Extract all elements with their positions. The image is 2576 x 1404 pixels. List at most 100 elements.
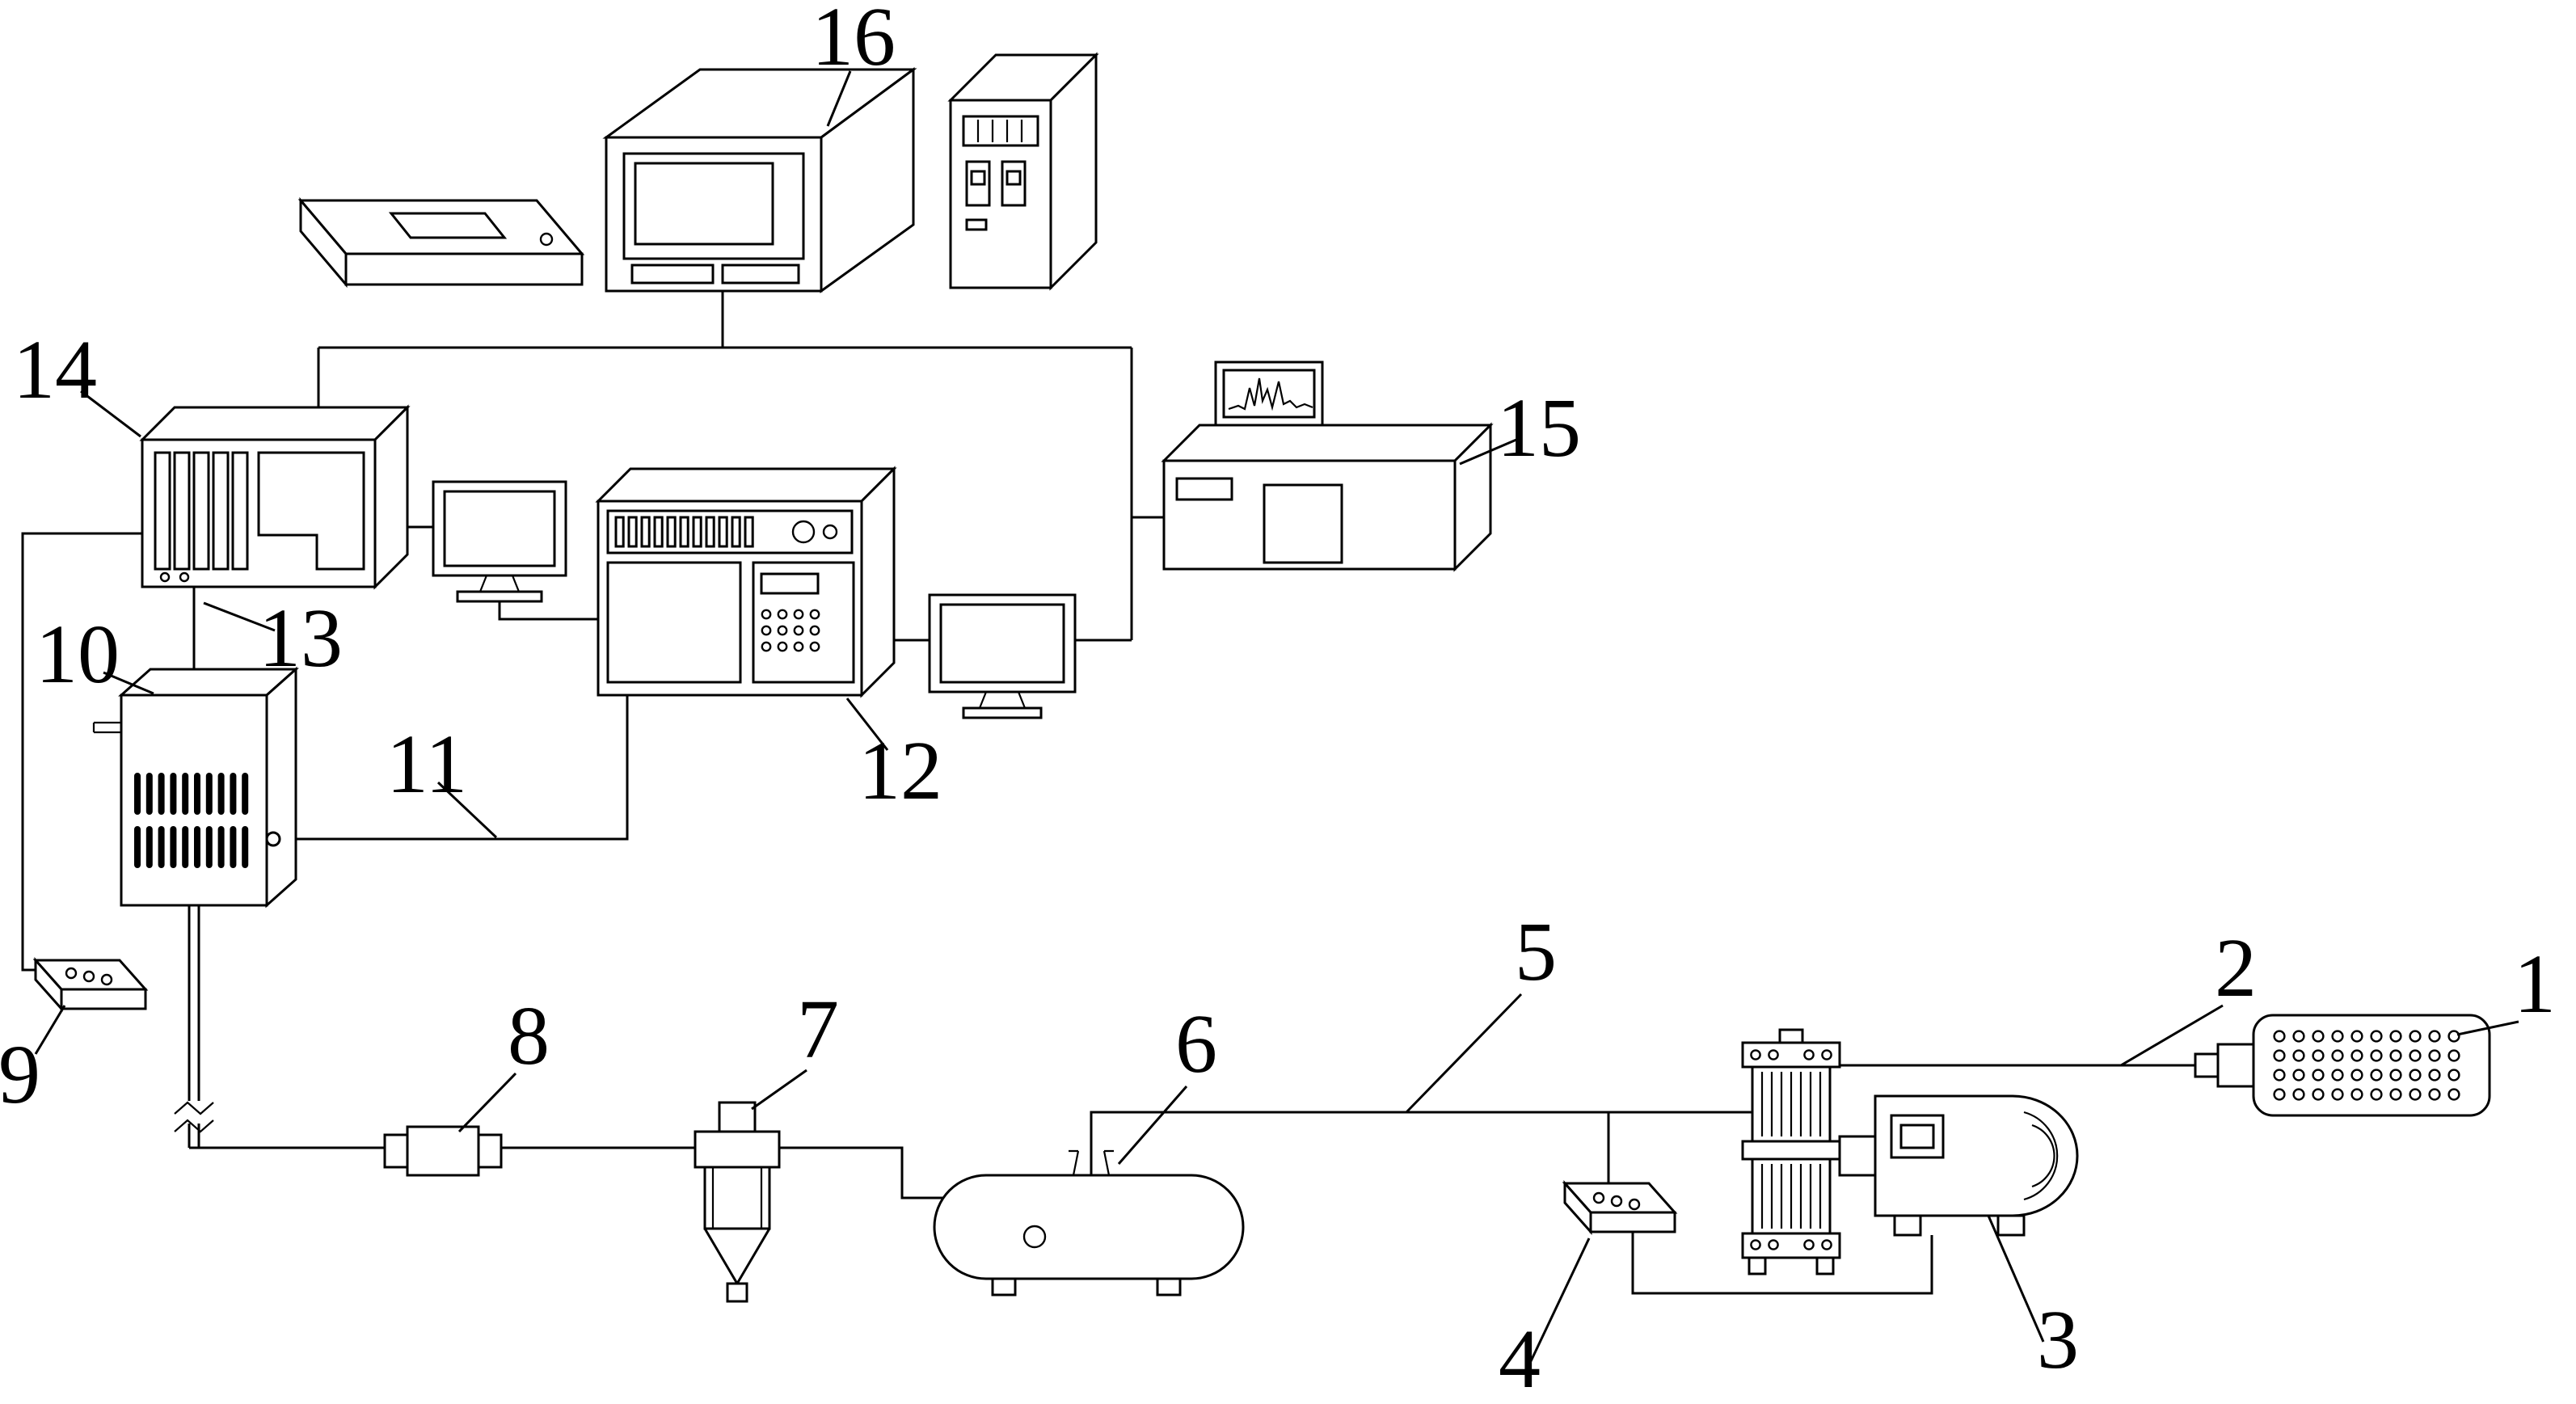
central-monitor-16 xyxy=(602,67,917,293)
leader-line xyxy=(203,601,276,632)
electric-motor-3 xyxy=(1838,1094,2079,1237)
monitor16-button-panel-left xyxy=(630,264,715,285)
plc-monitor xyxy=(432,480,567,603)
computer-tower xyxy=(947,52,1099,291)
instrument12-top-face xyxy=(595,467,897,503)
keypad-button xyxy=(793,641,804,652)
wire-monitor13-to-instrument12 xyxy=(498,601,598,621)
keypad-button xyxy=(777,609,788,620)
recorder-knob xyxy=(539,232,554,247)
leader-line xyxy=(826,70,852,127)
flange-bolt xyxy=(1750,1049,1761,1060)
tower-vent xyxy=(962,115,1039,147)
part-number-label: 8 xyxy=(508,989,550,1082)
union-fitting-8 xyxy=(383,1125,503,1177)
connector9-front-face xyxy=(60,988,147,1010)
plc-right-face xyxy=(373,404,409,590)
sample-vial xyxy=(679,516,689,548)
sample-vial xyxy=(718,516,728,548)
filter7-cone xyxy=(703,1228,771,1284)
plc-card xyxy=(154,451,171,571)
filter-7 xyxy=(694,1101,781,1303)
wire-connector4-to-motor3 xyxy=(1631,1232,1933,1295)
part-number-label: 3 xyxy=(2037,1293,2079,1386)
leader-line xyxy=(2456,1020,2519,1036)
intake-muffler-1 xyxy=(2194,1014,2491,1117)
pump-foot xyxy=(1815,1256,1835,1275)
part-number-label: 9 xyxy=(0,1028,40,1121)
pump-lower-fins xyxy=(1760,1164,1822,1229)
leader-line xyxy=(103,671,154,695)
control-cabinet-10 xyxy=(92,666,299,909)
pump-upper-fins xyxy=(1760,1072,1822,1136)
leader-line xyxy=(436,781,498,839)
sample-vial xyxy=(627,516,638,548)
compressor-pump xyxy=(1741,1028,1841,1275)
callout-9: 9 xyxy=(0,1005,66,1121)
keypad-button xyxy=(761,625,772,636)
keypad-button xyxy=(793,609,804,620)
motor3-foot xyxy=(1996,1214,2026,1237)
sample-vial xyxy=(614,516,625,548)
muffler1-fitting-large xyxy=(2216,1043,2255,1088)
keypad-button xyxy=(777,641,788,652)
part-number-label: 16 xyxy=(812,0,896,83)
callout-14: 14 xyxy=(13,323,141,438)
callout-13: 13 xyxy=(203,592,343,685)
monitor16-button-panel-right xyxy=(721,264,800,285)
pump-foot xyxy=(1748,1256,1767,1275)
motor3-terminal-box-lid xyxy=(1899,1124,1935,1149)
instrument12-dial-large xyxy=(791,520,816,544)
cabinet10-side-stub xyxy=(92,721,121,734)
instrument12-monitor-neck xyxy=(978,691,1027,709)
connector4-terminal xyxy=(1592,1191,1605,1204)
cabinet10-louver-row-2 xyxy=(134,826,249,868)
pipe-cabinet10-down xyxy=(188,905,200,1148)
leader-line xyxy=(1987,1215,2045,1343)
receiver-tank-6 xyxy=(933,1149,1245,1296)
leader-line xyxy=(751,1069,807,1111)
instrument12-monitor-screen xyxy=(939,603,1065,684)
tank6-shell xyxy=(933,1174,1245,1280)
callout-1: 1 xyxy=(2456,938,2556,1036)
connector-9 xyxy=(32,957,149,1012)
sample-vial xyxy=(705,516,715,548)
pipe-filter7-to-tank6 xyxy=(779,1146,944,1200)
analyzer15-top-face xyxy=(1161,424,1494,462)
instrument12-dial-small xyxy=(822,524,838,540)
monitor16-screen xyxy=(634,162,774,246)
plc-top-face xyxy=(139,406,411,441)
plc-monitor-screen xyxy=(443,490,556,567)
keypad-button xyxy=(809,641,820,652)
recorder-panel xyxy=(388,212,508,239)
callout-12: 12 xyxy=(845,698,942,817)
part-number-label: 4 xyxy=(1499,1313,1541,1404)
flange-bolt xyxy=(1768,1239,1779,1250)
part-number-label: 15 xyxy=(1497,382,1581,474)
callout-4: 4 xyxy=(1499,1237,1591,1404)
plc-monitor-base xyxy=(456,590,543,603)
plc-card xyxy=(231,451,249,571)
tower-drive-right-slot xyxy=(1006,170,1022,186)
pipe-5-tank6-to-pump xyxy=(1090,1111,1752,1175)
wire-plc14-to-connector9 xyxy=(21,532,142,972)
filter7-drain xyxy=(726,1282,748,1303)
connector9-terminal xyxy=(82,970,95,983)
cabinet10-right-face xyxy=(265,666,297,909)
tank6-foot xyxy=(991,1277,1017,1296)
recorder-device xyxy=(297,196,585,289)
connector-4 xyxy=(1562,1180,1678,1235)
part-number-label: 11 xyxy=(386,718,467,811)
sample-vial xyxy=(744,516,754,548)
connection-lines xyxy=(21,291,2195,1295)
filter7-bowl xyxy=(703,1166,771,1230)
flange-bolt xyxy=(1821,1049,1832,1060)
callout-2: 2 xyxy=(2120,921,2257,1067)
plc-card xyxy=(212,451,230,571)
part-number-label: 6 xyxy=(1175,997,1217,1090)
flange-bolt xyxy=(1821,1239,1832,1250)
filter7-bowl-walls xyxy=(711,1167,763,1229)
part-number-label: 10 xyxy=(36,608,120,701)
